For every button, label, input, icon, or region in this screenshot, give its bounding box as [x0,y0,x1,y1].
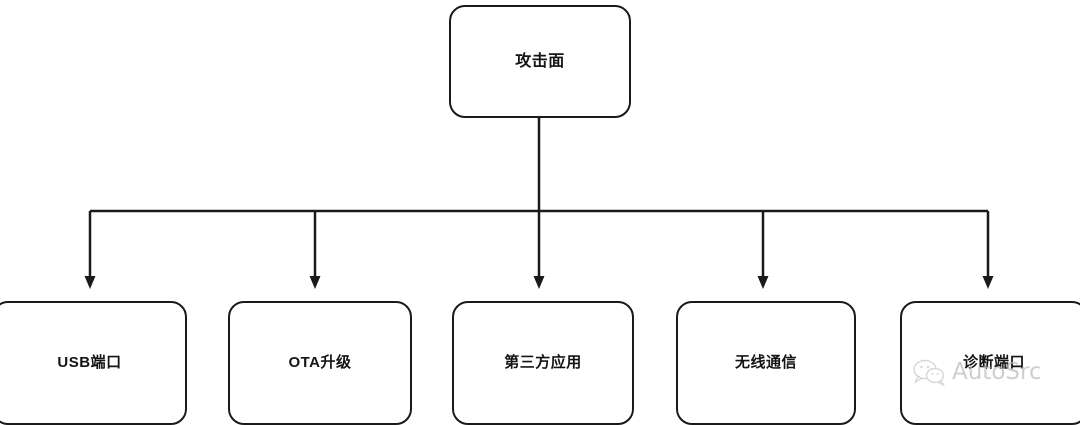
node-usb-port[interactable]: USB端口 [0,301,187,425]
arrowhead-wireless-icon [757,276,769,289]
node-ota-upgrade[interactable]: OTA升级 [228,301,412,425]
node-ota-upgrade-label: OTA升级 [288,354,352,371]
node-wireless-comm[interactable]: 无线通信 [676,301,856,425]
node-third-party-app-label: 第三方应用 [504,354,582,371]
arrowhead-diagnostic-icon [982,276,994,289]
node-attack-surface-label: 攻击面 [515,52,565,70]
arrowhead-ota-icon [309,276,321,289]
node-wireless-comm-label: 无线通信 [734,354,797,371]
node-third-party-app[interactable]: 第三方应用 [452,301,634,425]
node-diagnostic-port-label: 诊断端口 [962,354,1025,371]
node-attack-surface[interactable]: 攻击面 [449,5,631,118]
node-diagnostic-port[interactable]: 诊断端口 [900,301,1080,425]
node-usb-port-label: USB端口 [57,354,122,371]
arrowhead-thirdparty-icon [533,276,545,289]
arrowhead-usb-icon [84,276,96,289]
